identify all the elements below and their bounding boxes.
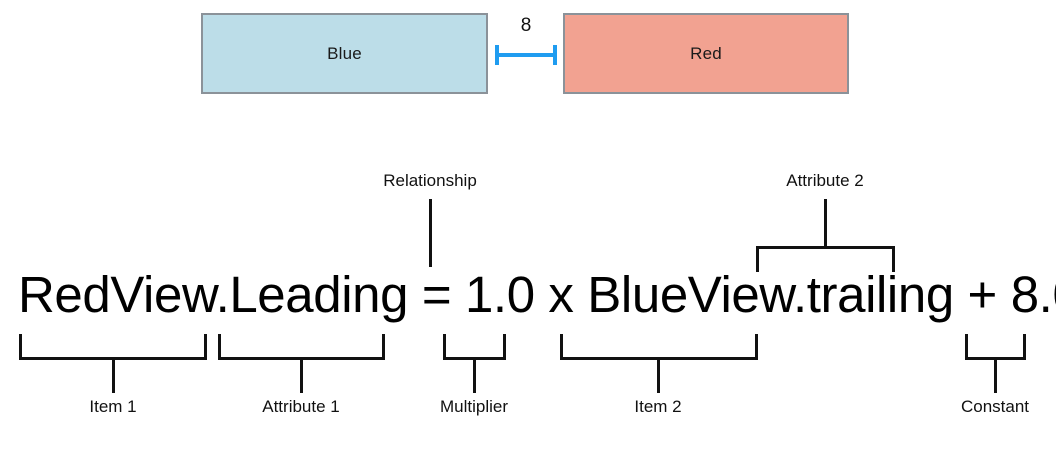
annotation-stem-constant [994,357,997,393]
annotation-label-item-1: Item 1 [89,397,137,416]
constraint-equation: RedView.Leading = 1.0 x BlueView.trailin… [18,266,1056,323]
annotation-stem-attribute-2 [824,199,827,247]
spacing-indicator-ibeam [495,43,557,67]
blue-view-label: Blue [327,43,362,63]
annotation-label-multiplier: Multiplier [439,397,509,416]
annotation-stem-attribute-1 [300,357,303,393]
annotation-label-attribute-2: Attribute 2 [786,171,864,190]
annotation-label-attribute-1: Attribute 1 [262,397,340,416]
spacing-bar-icon [495,53,557,57]
annotation-stem-relationship [429,199,432,267]
annotation-stem-item-2 [657,357,660,393]
annotation-stem-item-1 [112,357,115,393]
annotation-stem-multiplier [473,357,476,393]
spacing-cap-right-icon [553,45,557,65]
red-view-label: Red [690,43,722,63]
blue-view-box: Blue [201,13,488,94]
annotation-bracket-attribute-2 [756,246,895,272]
red-view-box: Red [563,13,849,94]
annotation-label-constant: Constant [960,397,1030,416]
spacing-value-label: 8 [520,15,532,36]
annotation-label-relationship: Relationship [383,171,477,190]
annotation-label-item-2: Item 2 [634,397,682,416]
